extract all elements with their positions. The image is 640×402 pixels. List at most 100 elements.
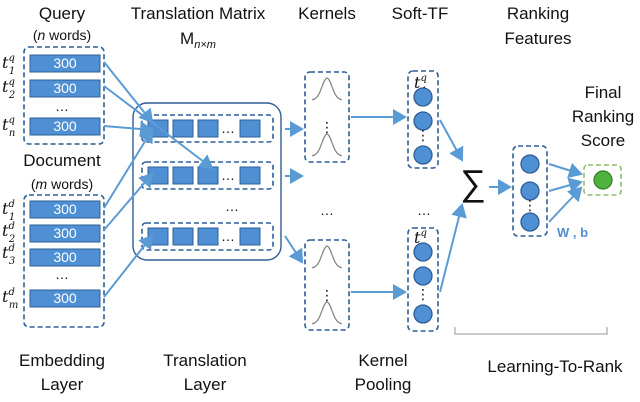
- query-word-count: (n words): [33, 27, 91, 43]
- document-vector-box: [29, 200, 101, 219]
- translation-layer-title-2: Layer: [184, 375, 227, 394]
- soft-tf-node: [413, 145, 433, 165]
- query-embedding-frame: [23, 46, 105, 145]
- translation-layer-frame: [132, 102, 282, 261]
- ranking-feature-node: [520, 181, 540, 201]
- soft-tf-node: [413, 266, 433, 286]
- kernels-title: Kernels: [298, 4, 356, 23]
- translation-cell-last: [239, 119, 261, 138]
- document-vector-box: [29, 289, 101, 308]
- document-ellipsis: …: [55, 266, 69, 282]
- kernel-gaussian-curve: [311, 133, 343, 157]
- flow-arrow: [103, 85, 214, 170]
- final-score-node: [593, 170, 613, 190]
- translation-cell: [197, 166, 219, 185]
- embedding-layer-title-2: Layer: [41, 375, 84, 394]
- translation-row-ellipsis: …: [221, 167, 235, 183]
- softtf-group-ellipsis: ⋮: [416, 127, 430, 143]
- flow-arrow: [548, 177, 583, 193]
- flow-arrow: [548, 186, 583, 223]
- kernel-gaussian-curve: [311, 77, 343, 101]
- query-title: Query: [39, 4, 86, 23]
- translation-cell: [197, 119, 219, 138]
- embedding-layer-title-1: Embedding: [19, 351, 105, 370]
- flow-arrow: [103, 172, 154, 231]
- ranking-feature-node: [520, 212, 540, 232]
- document-vector-dim: 300: [53, 225, 77, 241]
- soft-tf-node: [413, 242, 433, 262]
- kernel-group-ellipsis: ⋮: [320, 119, 334, 135]
- flow-arrow: [439, 119, 464, 162]
- softtf-group-ellipsis: ⋮: [416, 286, 430, 302]
- document-vectors: 300 300 300 300: [29, 200, 101, 308]
- kernel-pooling-title-1: Kernel: [358, 351, 407, 370]
- translation-cell: [172, 119, 194, 138]
- learning-to-rank-title: Learning-To-Rank: [487, 357, 623, 376]
- flow-arrow: [103, 128, 154, 209]
- ranking-features-title-1: Ranking: [507, 4, 569, 23]
- translation-row-ellipsis: …: [221, 228, 235, 244]
- query-vector-dim: 300: [53, 118, 77, 134]
- weights-bias-label: W , b: [557, 225, 588, 240]
- ranking-features-title-2: Features: [504, 29, 571, 48]
- translation-cell: [197, 227, 219, 246]
- soft-tf-node: [413, 87, 433, 107]
- translation-cell-last: [239, 166, 261, 185]
- soft-tf-nodes: tq1tqn⋮⋮: [413, 73, 433, 324]
- ranking-feature-node: [520, 154, 540, 174]
- translation-cells: … … …: [147, 119, 261, 246]
- query-vector-dim: 300: [53, 80, 77, 96]
- ranking-feature-nodes: ⋮: [520, 154, 540, 232]
- kernel-curves: ⋮⋮: [311, 77, 343, 325]
- ranking-features-frame: [512, 145, 548, 237]
- flow-arrow: [284, 235, 304, 264]
- connection-arrows: [103, 61, 583, 300]
- translation-cell: [172, 166, 194, 185]
- document-word-count: (m words): [31, 176, 93, 192]
- query-vector-box: [29, 79, 101, 98]
- flow-arrow: [103, 61, 154, 124]
- soft-tf-node: [413, 304, 433, 324]
- soft-tf-node: [413, 111, 433, 131]
- ranking-feature-ellipsis: ⋮: [523, 197, 537, 213]
- sum-symbol: ∑: [460, 162, 486, 203]
- query-vector-box: [29, 54, 101, 73]
- softtf-group-top: [407, 70, 439, 169]
- flow-arrow: [103, 121, 154, 137]
- kernel-pooling-title-2: Pooling: [355, 375, 412, 394]
- kernel-gaussian-curve: [311, 301, 343, 325]
- kernel-vertical-ellipsis: …: [320, 202, 334, 218]
- document-vector-box: [29, 248, 101, 267]
- translation-row-ellipsis: …: [221, 120, 235, 136]
- translation-matrix-title: Translation Matrix: [131, 4, 266, 23]
- query-vector-box: [29, 117, 101, 136]
- final-score-title-1: Final: [585, 83, 622, 102]
- document-vector-dim: 300: [53, 290, 77, 306]
- kernel-gaussian-curve: [311, 245, 343, 269]
- translation-layer-title-1: Translation: [163, 351, 246, 370]
- query-vectors: 300 300 300: [29, 54, 101, 136]
- query-vector-dim: 300: [53, 55, 77, 71]
- soft-tf-title: Soft-TF: [392, 4, 449, 23]
- softtf-vertical-ellipsis: …: [417, 202, 431, 218]
- flow-arrow: [439, 203, 467, 293]
- flow-arrow: [548, 162, 583, 179]
- learning-to-rank-bracket: [454, 327, 608, 335]
- translation-matrix-symbol: Mn×m: [180, 29, 216, 51]
- softtf-group-bottom: [407, 227, 439, 332]
- document-vector-dim: 300: [53, 201, 77, 217]
- document-vector-dim: 300: [53, 249, 77, 265]
- document-title: Document: [23, 151, 101, 170]
- document-embedding-frame: [23, 194, 105, 328]
- final-score-title-2: Ranking: [572, 107, 634, 126]
- translation-cell: [172, 227, 194, 246]
